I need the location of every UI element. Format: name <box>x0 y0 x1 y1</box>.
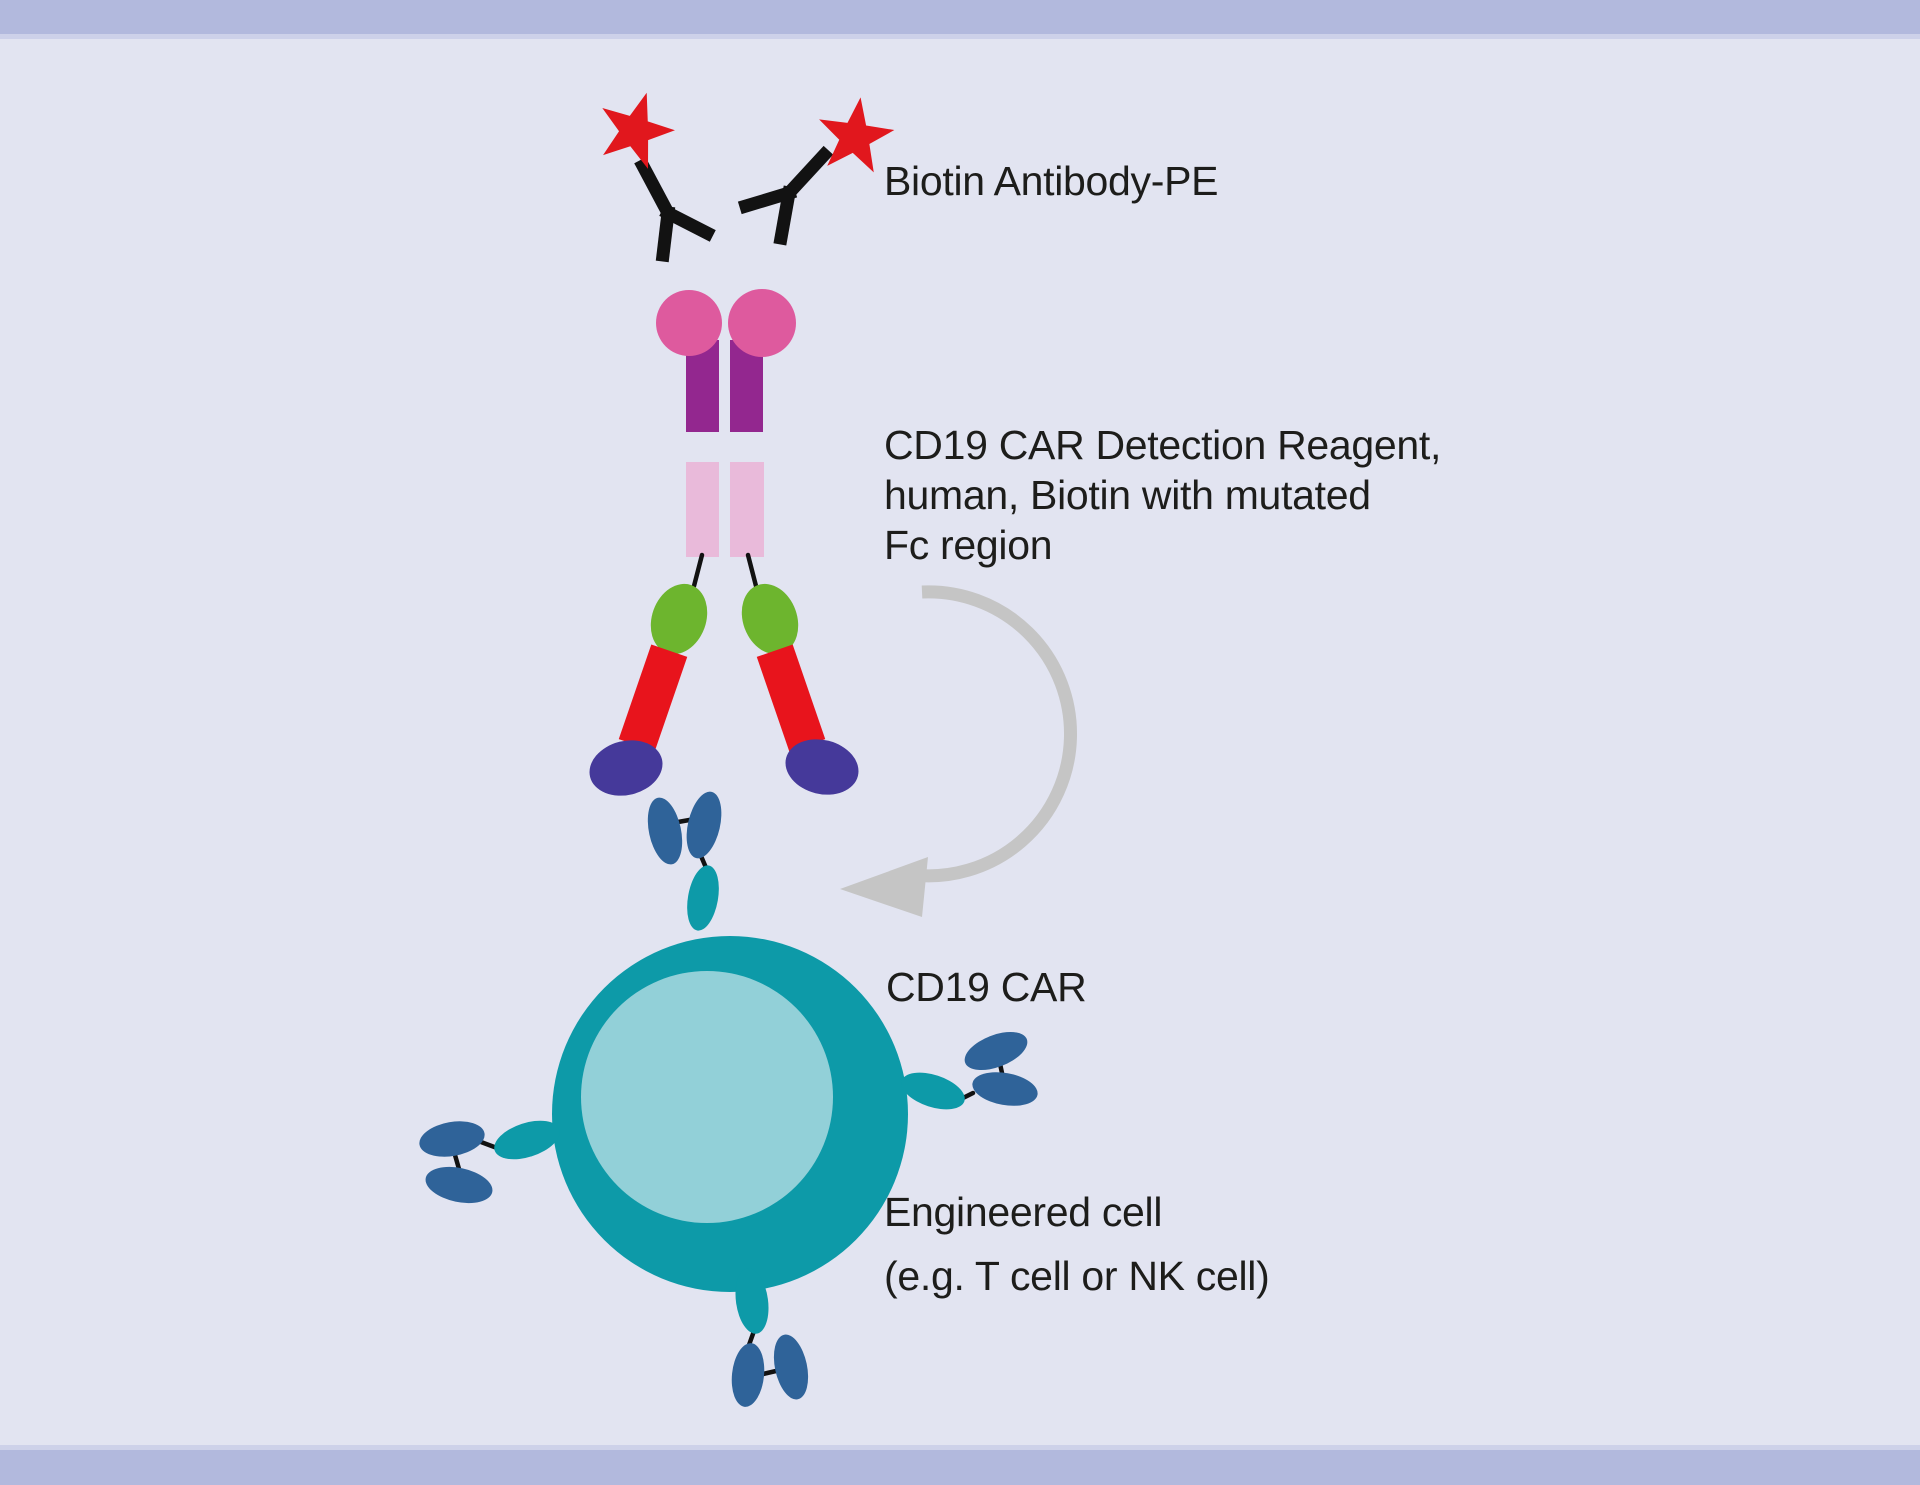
label-line: Engineered cell <box>884 1189 1163 1235</box>
car-stalk <box>687 865 719 931</box>
reagent-biotin-tip-right <box>785 739 859 795</box>
engineered-cell-label: Engineered cell (e.g. T cell or NK cell) <box>884 1180 1270 1308</box>
reagent-hinge-left <box>650 583 708 655</box>
car-stalk <box>901 1072 965 1110</box>
reagent-hinge-right <box>741 583 799 655</box>
car-scfv-domain <box>647 797 683 865</box>
car-scfv-domain <box>425 1166 493 1204</box>
car-scfv-domain <box>731 1343 765 1407</box>
car-scfv-domain <box>686 791 722 859</box>
engineered-cell <box>552 936 908 1292</box>
pe-star-icon <box>819 97 895 173</box>
reagent-fc-mutated-right <box>730 462 764 557</box>
biotin-antibody-pe-label: Biotin Antibody-PE <box>884 158 1219 204</box>
reagent-arm-right <box>756 644 826 752</box>
binding-arrow <box>840 585 1077 917</box>
cd19-car-label: CD19 CAR <box>886 964 1087 1010</box>
car-scfv-domain <box>972 1072 1038 1106</box>
car-scfv-domain <box>419 1121 485 1157</box>
reagent-arm-left <box>618 644 688 752</box>
reagent-biotin-tip-left <box>589 740 663 796</box>
reagent-fc-mutated-left <box>686 462 719 557</box>
car-stalk <box>735 1268 769 1334</box>
car-receptor-top <box>647 791 722 931</box>
label-line: (e.g. T cell or NK cell) <box>884 1253 1270 1299</box>
pe-star-icon <box>602 92 675 169</box>
arrowhead <box>840 857 928 917</box>
car-receptor-right <box>901 1031 1038 1110</box>
label-line: CD19 CAR Detection Reagent, <box>884 422 1442 468</box>
detection-reagent-label: CD19 CAR Detection Reagent, human, Bioti… <box>884 420 1441 570</box>
car-receptor-bottom <box>731 1268 809 1407</box>
biotin-antibody-left <box>602 92 716 263</box>
top-border-band <box>0 0 1920 39</box>
label-line: Fc region <box>884 522 1053 568</box>
car-scfv-domain <box>964 1031 1028 1071</box>
reagent-head-left <box>656 290 722 356</box>
cd19-car-detection-reagent <box>589 289 859 796</box>
biotin-antibody-right <box>737 97 895 246</box>
cell-interior <box>581 971 833 1223</box>
label-line: human, Biotin with mutated <box>884 472 1371 518</box>
car-stalk <box>494 1120 560 1160</box>
car-scfv-domain <box>773 1334 809 1400</box>
car-receptor-left <box>419 1120 560 1204</box>
reagent-head-right <box>728 289 796 357</box>
bottom-border-band <box>0 1445 1920 1485</box>
